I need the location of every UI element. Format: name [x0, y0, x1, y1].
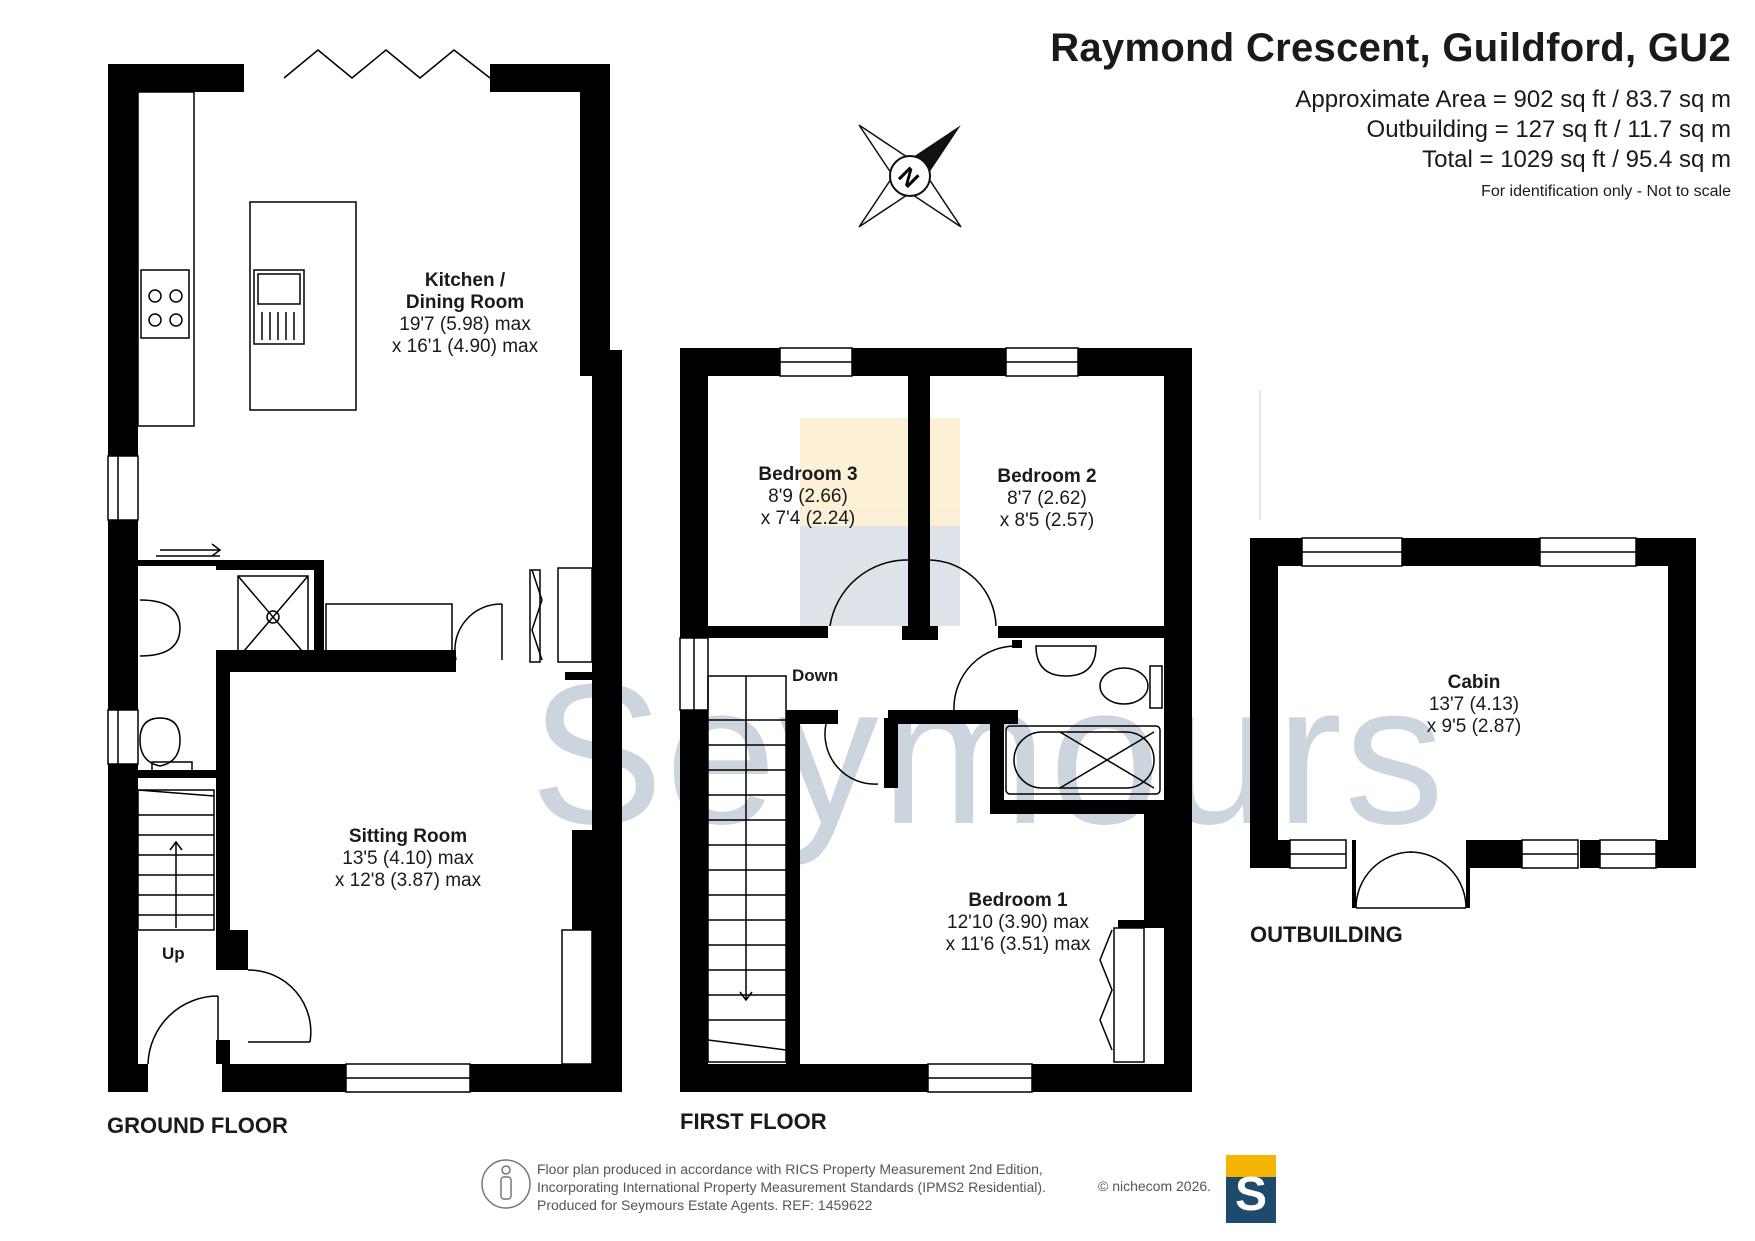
room-bedroom-1: Bedroom 1 12'10 (3.90) max x 11'6 (3.51)…: [945, 890, 1091, 955]
first-floor-label: FIRST FLOOR: [680, 1109, 827, 1134]
outbuilding-label: OUTBUILDING: [1250, 922, 1403, 947]
room-sitting: Sitting Room 13'5 (4.10) max x 12'8 (3.8…: [334, 826, 482, 891]
scale-note: For identification only - Not to scale: [1481, 183, 1731, 200]
copyright: © nichecom 2026.: [1098, 1178, 1212, 1194]
footer-text: Floor plan produced in accordance with R…: [537, 1161, 1046, 1213]
fixtures: [107, 49, 1657, 1093]
page-title: Raymond Crescent, Guildford, GU2: [1050, 26, 1731, 70]
person-icon: [481, 1159, 531, 1209]
room-bedroom-3: Bedroom 3 8'9 (2.66) x 7'4 (2.24): [758, 464, 858, 529]
ground-floor-label: GROUND FLOOR: [107, 1113, 288, 1138]
stairs-up-label: Up: [162, 944, 185, 963]
room-bedroom-2: Bedroom 2 8'7 (2.62) x 8'5 (2.57): [997, 466, 1097, 531]
stairs-down-label: Down: [792, 666, 839, 685]
walls: [108, 64, 1696, 1092]
room-kitchen: Kitchen / Dining Room 19'7 (5.98) max x …: [391, 270, 539, 357]
compass-icon: [858, 124, 962, 228]
approximate-area: Approximate Area = 902 sq ft / 83.7 sq m: [1295, 86, 1731, 113]
outbuilding-area: Outbuilding = 127 sq ft / 11.7 sq m: [1366, 116, 1731, 143]
watermark-logo: [800, 418, 960, 626]
brand-logo: S: [1226, 1155, 1276, 1223]
room-cabin: Cabin 13'7 (4.13) x 9'5 (2.87): [1426, 672, 1522, 737]
total-area: Total = 1029 sq ft / 95.4 sq m: [1422, 146, 1731, 173]
